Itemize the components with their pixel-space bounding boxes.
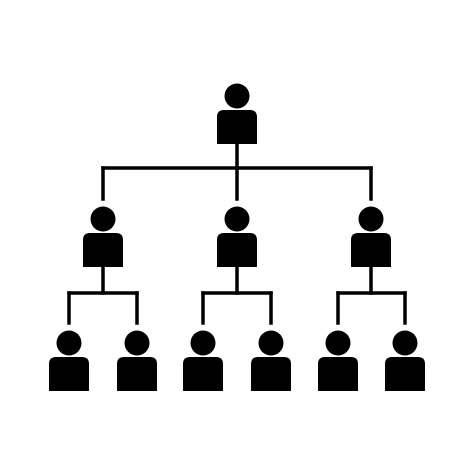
person-icon — [183, 330, 223, 391]
person-head — [90, 206, 116, 232]
person-icons — [49, 83, 425, 391]
person-icon — [83, 206, 123, 267]
person-icon — [49, 330, 89, 391]
person-head — [56, 330, 82, 356]
person-body — [217, 233, 257, 267]
person-body — [117, 357, 157, 391]
person-icon — [318, 330, 358, 391]
person-head — [224, 83, 250, 109]
person-body — [217, 110, 257, 144]
person-icon — [251, 330, 291, 391]
person-head — [190, 330, 216, 356]
person-icon — [217, 83, 257, 144]
person-body — [251, 357, 291, 391]
person-head — [124, 330, 150, 356]
person-head — [224, 206, 250, 232]
person-head — [325, 330, 351, 356]
person-body — [183, 357, 223, 391]
person-icon — [351, 206, 391, 267]
person-icon — [385, 330, 425, 391]
person-icon — [117, 330, 157, 391]
person-body — [351, 233, 391, 267]
person-head — [392, 330, 418, 356]
person-body — [385, 357, 425, 391]
person-head — [258, 330, 284, 356]
connector-lines — [67, 142, 407, 325]
person-icon — [217, 206, 257, 267]
person-head — [358, 206, 384, 232]
person-body — [49, 357, 89, 391]
person-body — [83, 233, 123, 267]
person-body — [318, 357, 358, 391]
